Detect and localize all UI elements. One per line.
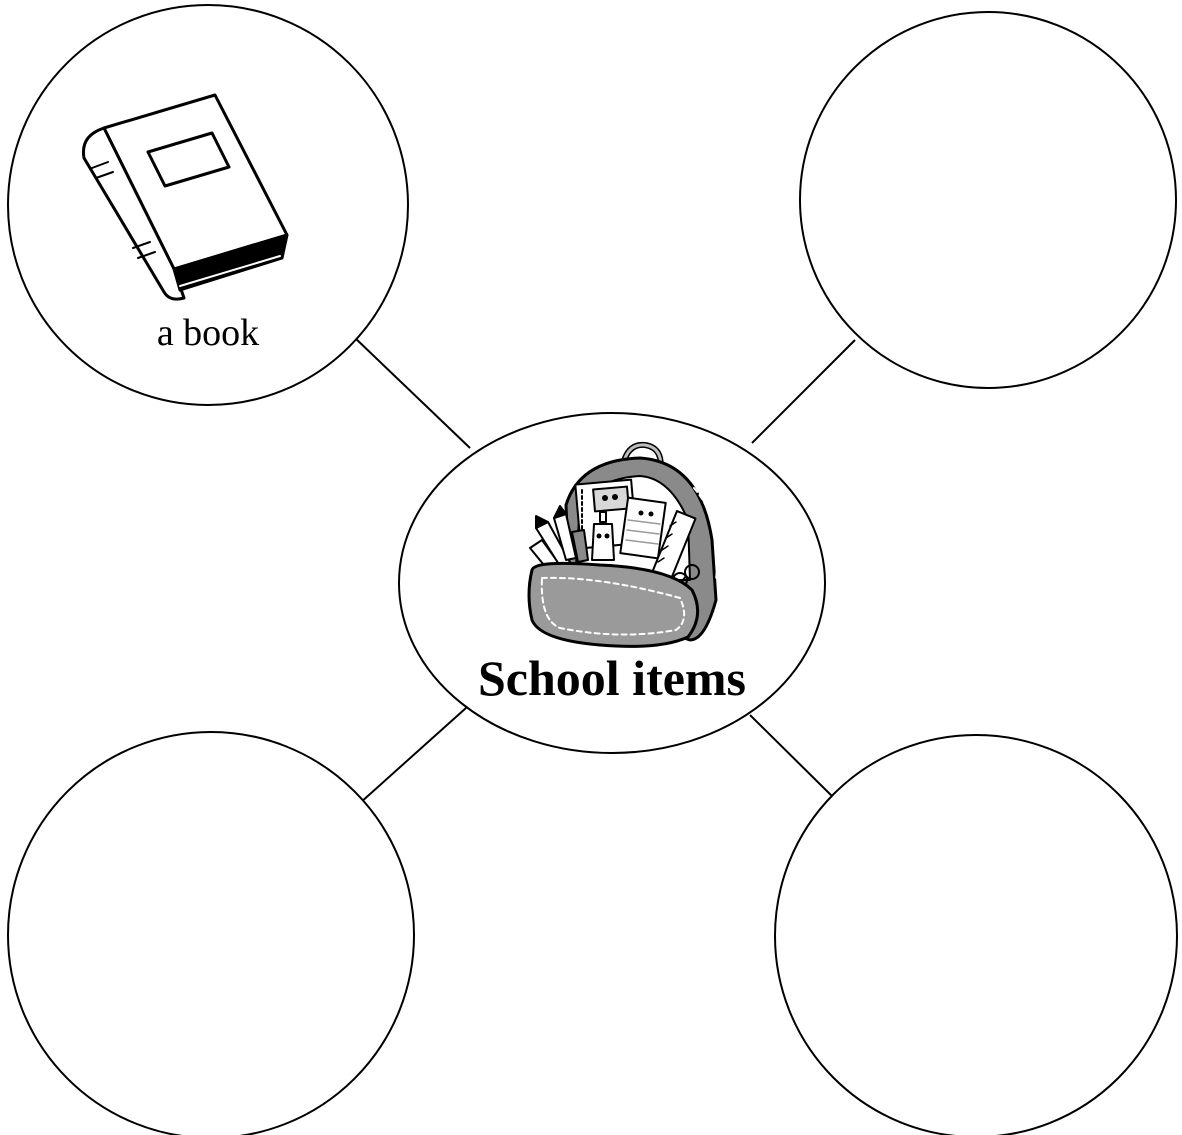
node-label-book: a book bbox=[156, 312, 260, 354]
glue-bottle-icon bbox=[591, 511, 615, 561]
paper-icon bbox=[619, 496, 667, 560]
node-circle-bottom-left bbox=[7, 731, 415, 1135]
center-title: School items bbox=[477, 650, 747, 706]
connector-top-right bbox=[751, 339, 856, 444]
backpack-icon bbox=[527, 441, 719, 648]
node-circle-top-right bbox=[799, 11, 1177, 389]
book-icon bbox=[81, 93, 289, 301]
connector-bottom-right bbox=[749, 714, 837, 801]
node-circle-bottom-right bbox=[774, 734, 1178, 1135]
connector-bottom-left bbox=[359, 707, 467, 804]
connector-top-left bbox=[353, 336, 471, 449]
pencils-icon bbox=[529, 505, 589, 571]
